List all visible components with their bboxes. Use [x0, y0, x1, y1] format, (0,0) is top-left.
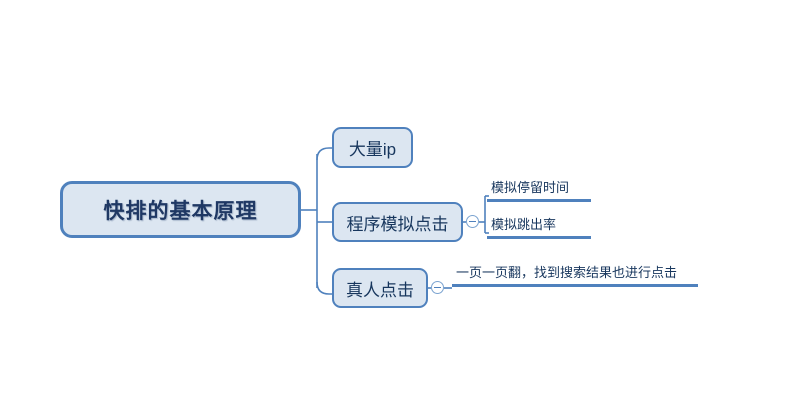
mindmap-branch-node-2[interactable]: 程序模拟点击	[332, 202, 463, 242]
mindmap-leaf-node-1[interactable]: 模拟停留时间	[487, 180, 591, 202]
mindmap-leaf-node-2[interactable]: 模拟跳出率	[487, 217, 591, 239]
branch-label-2: 程序模拟点击	[346, 214, 449, 234]
branch-label-3: 真人点击	[346, 280, 414, 300]
root-label: 快排的基本原理	[103, 199, 258, 223]
mindmap-branch-node-3[interactable]: 真人点击	[332, 268, 428, 308]
mindmap-branch-node-1[interactable]: 大量ip	[332, 127, 413, 168]
branch-label-1: 大量ip	[348, 140, 397, 159]
collapse-toggle-icon-branch-2[interactable]	[466, 215, 479, 228]
collapse-toggle-icon-branch-3[interactable]	[431, 281, 444, 294]
mindmap-leaf-node-3[interactable]: 一页一页翻，找到搜索结果也进行点击	[452, 265, 698, 287]
mindmap-root-node[interactable]: 快排的基本原理	[60, 181, 301, 238]
